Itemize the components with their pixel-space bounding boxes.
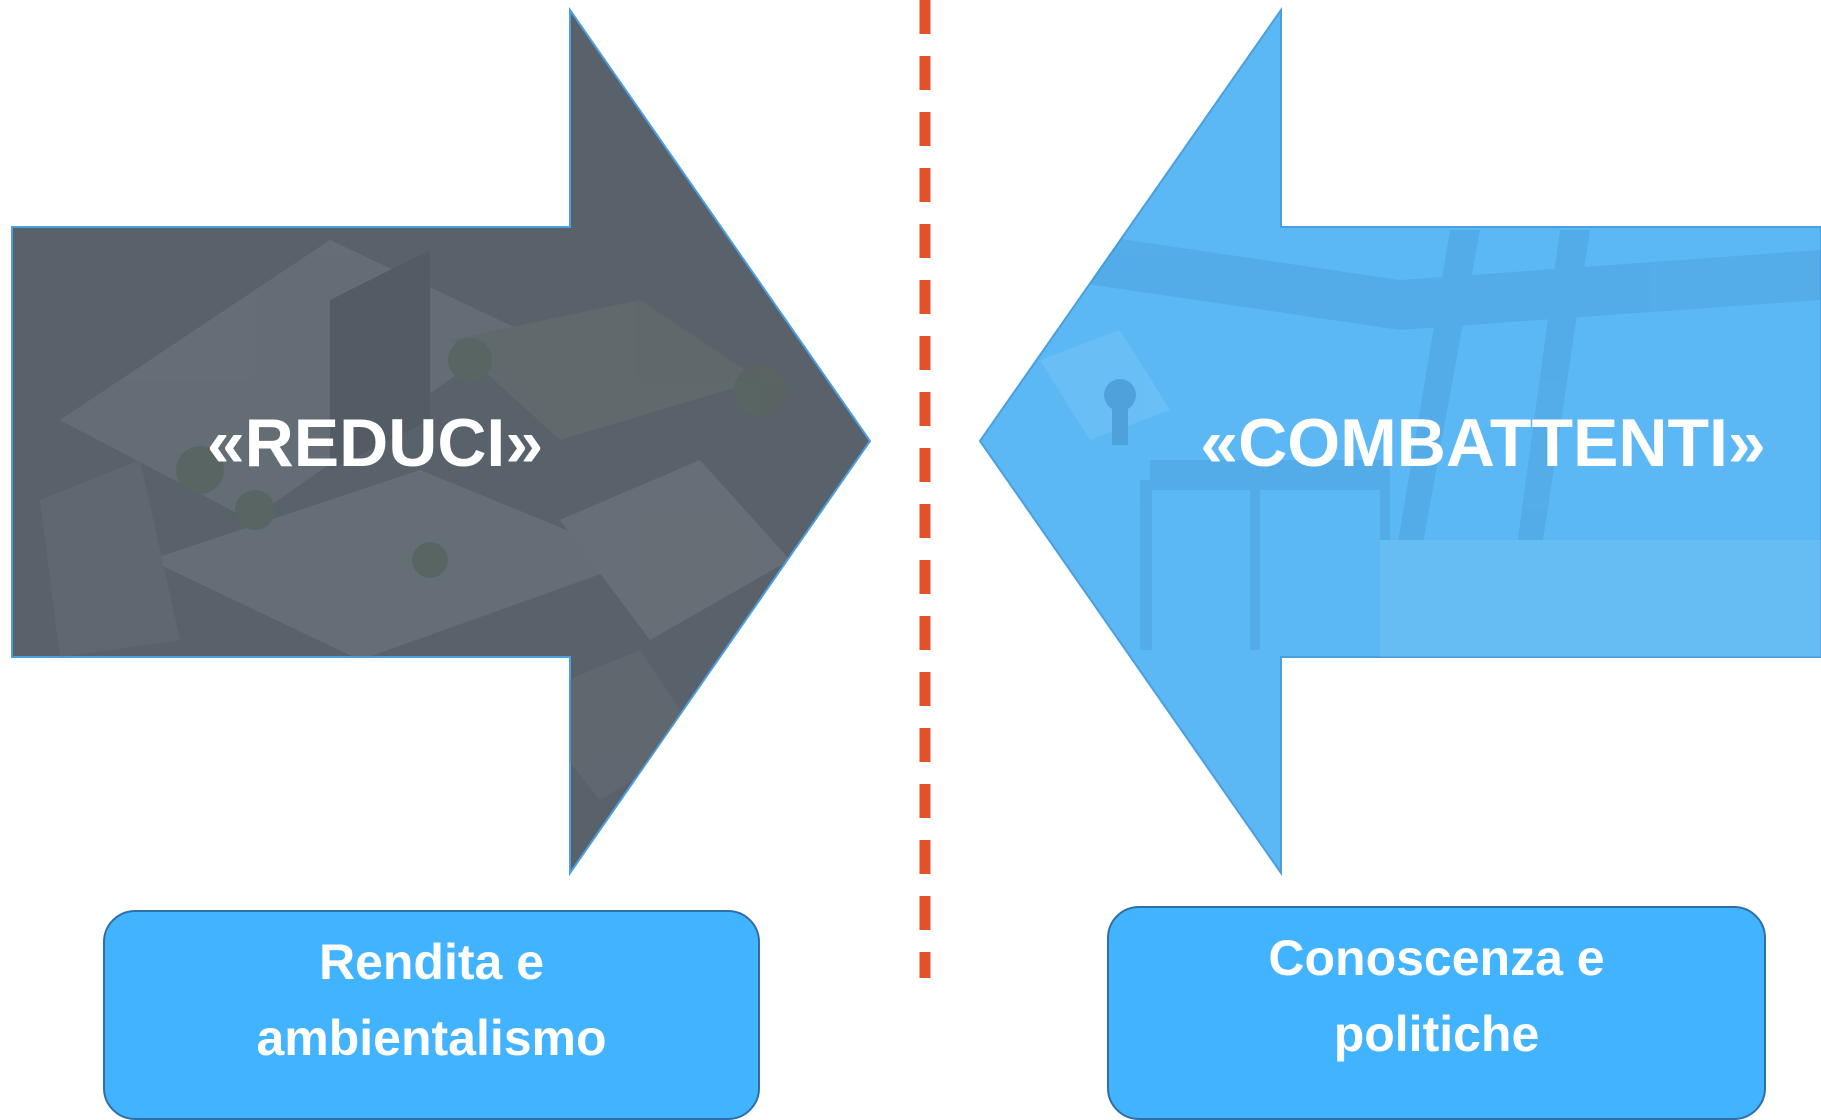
right-arrow-label: «COMBATTENTI»: [1200, 405, 1765, 481]
right-arrow-texture: [1040, 230, 1821, 657]
left-arrow-texture: [40, 240, 790, 800]
right-caption-box: Conoscenza e politiche: [1107, 906, 1766, 1120]
right-caption-line-2: politiche: [1333, 1006, 1540, 1062]
right-arrow: «COMBATTENTI»: [978, 6, 1821, 877]
left-arrow: «REDUCI»: [11, 6, 872, 877]
left-caption-line-2: ambientalismo: [256, 1010, 607, 1066]
right-caption-line-1: Conoscenza e: [1268, 930, 1605, 986]
left-arrow-label: «REDUCI»: [207, 405, 543, 481]
right-arrow-shape: [978, 6, 1821, 877]
left-caption-line-1: Rendita e: [318, 934, 545, 990]
left-caption-box: Rendita e ambientalismo: [103, 910, 760, 1120]
left-arrow-shape: [11, 6, 872, 877]
